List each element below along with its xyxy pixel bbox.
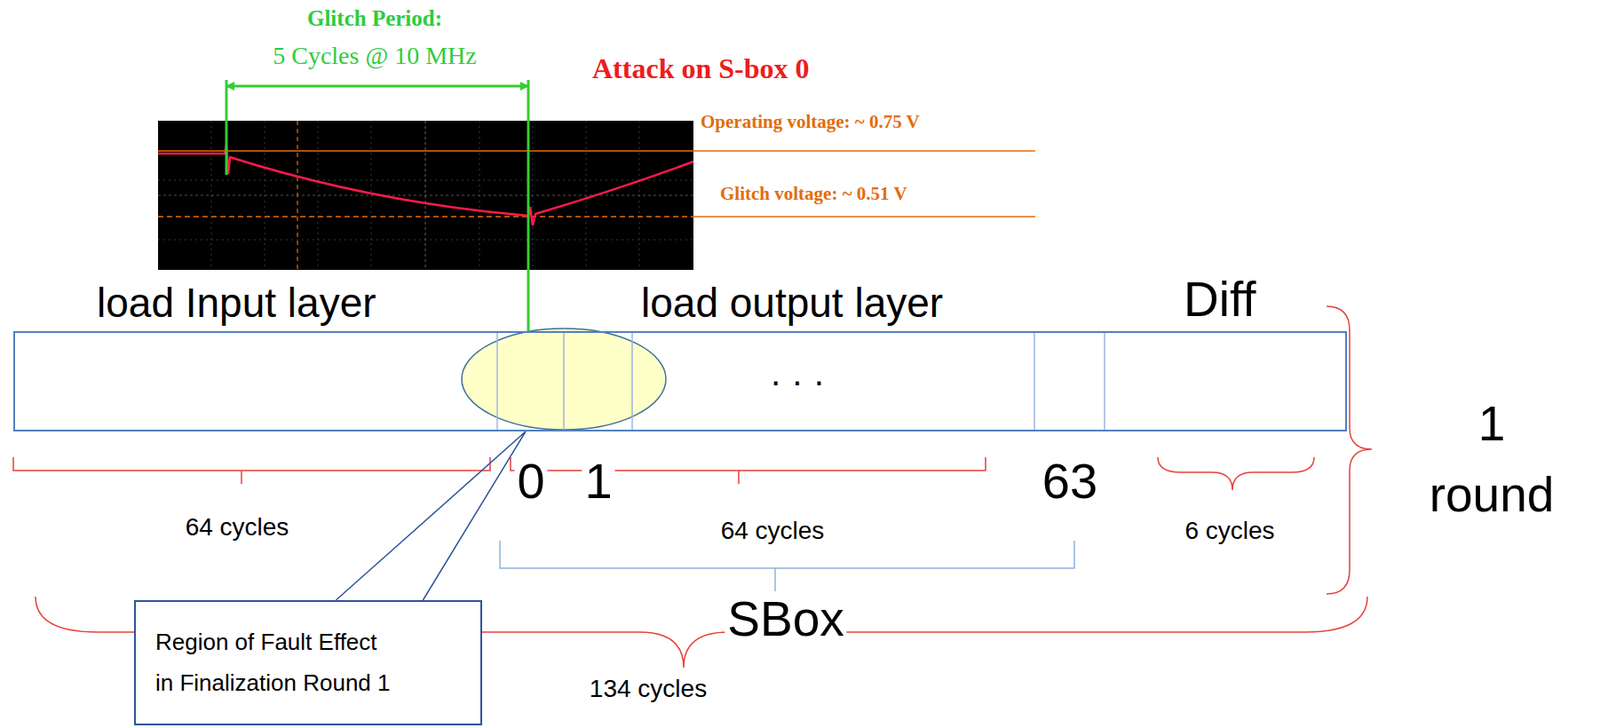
glitch-end-line [527,79,531,352]
callout-text: Region of Fault Effect in Finalization R… [155,621,394,704]
round-label: 1 round [1429,388,1555,531]
sbox-bracket [499,540,1075,592]
voltage-trace [158,144,694,226]
period-title: Glitch Period: [307,6,443,32]
phase-label: Diff [1183,272,1257,327]
cycle-bracket [13,457,491,484]
memory-bar: · · · [13,331,1347,432]
cell-lines [497,332,1105,431]
cycle-count: 64 cycles [720,517,825,546]
scope-grid [158,120,694,270]
phase-label: load output layer [641,280,943,326]
scope-screen [158,120,694,270]
voltage-line [158,215,694,217]
cell-index: 1 [581,453,615,509]
period-value: 5 Cycles @ 10 MHz [272,42,477,71]
round-brace [1326,306,1372,595]
voltage-label: Operating voltage: ~ 0.75 V [700,111,920,133]
cell-index: 63 [1042,453,1098,509]
callout-box: Region of Fault Effect in Finalization R… [134,600,483,726]
period-arrow [226,85,529,88]
voltage-line [693,215,1036,217]
cycle-count: 64 cycles [185,514,290,542]
ellipsis-text: · · · [769,361,825,401]
voltage-line [158,150,1036,151]
cell-index: 0 [514,453,547,509]
fault-region [461,328,666,430]
callout-pointer [335,431,526,601]
cycle-bracket [1157,457,1315,491]
phase-label: load Input layer [96,280,377,326]
phase-label: SBox [724,592,847,647]
cycle-count: 134 cycles [589,675,707,704]
cycle-count: 6 cycles [1184,517,1275,546]
glitch-start-line [225,79,229,175]
voltage-label: Glitch voltage: ~ 0.51 V [720,183,908,205]
attack-title: Attack on S-box 0 [592,53,809,85]
scope-cursor [296,120,298,270]
